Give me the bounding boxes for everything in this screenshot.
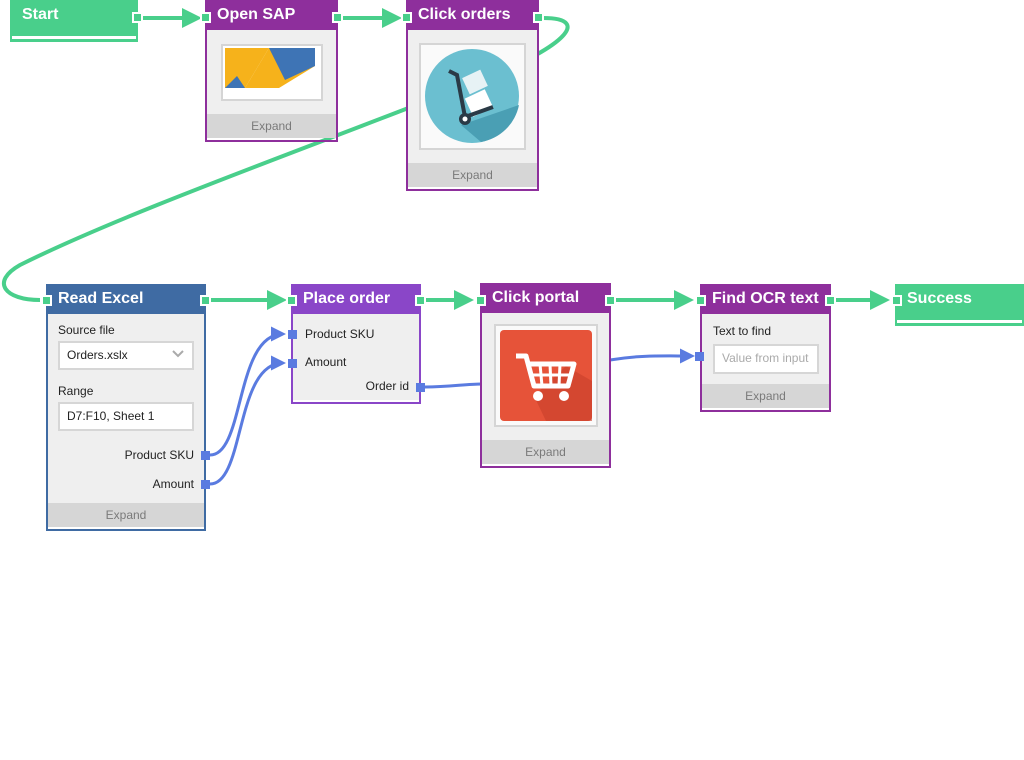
open-sap-expand-button[interactable]: Expand: [207, 114, 336, 138]
sap-logo-icon: [221, 44, 323, 101]
source-file-value: Orders.xslx: [67, 348, 128, 362]
read-excel-body: Source file Orders.xslx Range D7:F10, Sh…: [48, 314, 204, 503]
place-order-in-port[interactable]: [286, 295, 297, 306]
click-orders-body: [408, 30, 537, 163]
click-portal-out-port[interactable]: [605, 295, 616, 306]
data-wire-orderid: [424, 382, 483, 389]
read-excel-out-port[interactable]: [200, 295, 211, 306]
shopping-cart-icon: [494, 324, 598, 427]
find-ocr-title: Find OCR text: [700, 284, 831, 314]
output-amount-label: Amount: [152, 477, 194, 491]
output-order-id-label: Order id: [365, 379, 409, 393]
open-sap-node[interactable]: Open SAP Expand: [205, 0, 338, 142]
chevron-down-icon: [172, 350, 184, 358]
hand-truck-icon: [419, 43, 526, 150]
place-order-node[interactable]: Place order Product SKU Amount Order id: [291, 284, 421, 404]
click-orders-in-port[interactable]: [401, 12, 412, 23]
open-sap-out-port[interactable]: [332, 12, 343, 23]
open-sap-body: [207, 30, 336, 114]
input-amount-label: Amount: [305, 355, 347, 369]
click-portal-expand-button[interactable]: Expand: [482, 440, 609, 464]
success-underline: [897, 320, 1022, 323]
success-node[interactable]: Success: [895, 284, 1024, 326]
click-orders-out-port[interactable]: [533, 12, 544, 23]
range-input[interactable]: D7:F10, Sheet 1: [58, 402, 194, 431]
start-title: Start: [10, 0, 138, 30]
place-order-orderid-out-port[interactable]: [416, 383, 425, 392]
click-portal-in-port[interactable]: [475, 295, 486, 306]
find-ocr-node[interactable]: Find OCR text Text to find Value from in…: [700, 284, 831, 412]
source-file-select[interactable]: Orders.xslx: [58, 341, 194, 370]
success-in-port[interactable]: [891, 295, 902, 306]
place-order-amount-in-port[interactable]: [288, 359, 297, 368]
find-ocr-out-port[interactable]: [825, 295, 836, 306]
read-excel-amount-out-port[interactable]: [201, 480, 210, 489]
find-ocr-text-in-port[interactable]: [695, 352, 704, 361]
read-excel-in-port[interactable]: [41, 295, 52, 306]
place-order-out-port[interactable]: [415, 295, 426, 306]
click-portal-title: Click portal: [480, 283, 611, 313]
output-product-sku-label: Product SKU: [124, 448, 194, 462]
range-label: Range: [58, 384, 94, 398]
place-order-body: Product SKU Amount Order id: [293, 314, 419, 400]
data-wire-ocr-input: [609, 348, 695, 364]
read-excel-node[interactable]: Read Excel Source file Orders.xslx Range…: [46, 284, 206, 531]
input-product-sku-label: Product SKU: [305, 327, 375, 341]
find-ocr-in-port[interactable]: [695, 295, 706, 306]
start-out-port[interactable]: [132, 12, 143, 23]
text-to-find-label: Text to find: [713, 324, 772, 338]
click-orders-title: Click orders: [406, 0, 539, 30]
start-node[interactable]: Start: [10, 0, 138, 42]
open-sap-title: Open SAP: [205, 0, 338, 30]
data-wire-sku: [209, 326, 286, 457]
read-excel-sku-out-port[interactable]: [201, 451, 210, 460]
click-portal-body: [482, 313, 609, 440]
source-file-label: Source file: [58, 323, 115, 337]
start-underline: [12, 36, 136, 39]
place-order-title: Place order: [291, 284, 421, 314]
read-excel-title: Read Excel: [46, 284, 206, 314]
open-sap-in-port[interactable]: [200, 12, 211, 23]
click-orders-expand-button[interactable]: Expand: [408, 163, 537, 187]
text-to-find-input[interactable]: Value from input: [713, 344, 819, 374]
find-ocr-body: Text to find Value from input: [702, 314, 829, 384]
click-portal-node[interactable]: Click portal Expand: [480, 283, 611, 468]
data-wire-amount: [209, 355, 286, 486]
success-title: Success: [895, 284, 1024, 314]
read-excel-expand-button[interactable]: Expand: [48, 503, 204, 527]
click-orders-node[interactable]: Click orders Expand: [406, 0, 539, 191]
place-order-sku-in-port[interactable]: [288, 330, 297, 339]
find-ocr-expand-button[interactable]: Expand: [702, 384, 829, 408]
flow-wire-clickorders-readexcel: [2, 16, 570, 302]
